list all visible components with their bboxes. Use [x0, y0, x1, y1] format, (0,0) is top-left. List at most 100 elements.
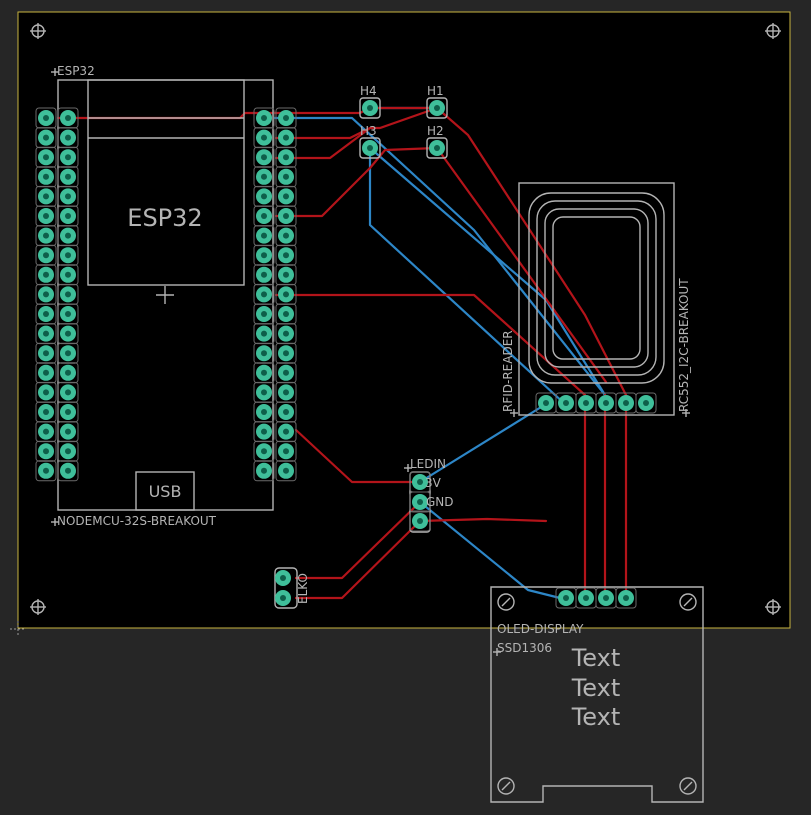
- solder-pad[interactable]: [57, 460, 79, 482]
- screw-icon: [679, 593, 697, 611]
- solder-pad[interactable]: [35, 362, 57, 384]
- solder-pad[interactable]: [635, 392, 657, 414]
- mounting-hole-icon[interactable]: [30, 599, 46, 615]
- pcb-board: [17, 11, 791, 629]
- solder-pad[interactable]: [253, 127, 275, 149]
- oled-footprint-label: SSD1306: [497, 641, 552, 655]
- oled-text-line: Text: [571, 674, 621, 702]
- led-3v-label: 3V: [425, 476, 442, 490]
- solder-pad[interactable]: [57, 362, 79, 384]
- header-h2-label: H2: [427, 124, 444, 138]
- solder-pad[interactable]: [409, 510, 431, 532]
- solder-pad[interactable]: [35, 225, 57, 247]
- solder-pad[interactable]: [35, 205, 57, 227]
- solder-pad[interactable]: [57, 323, 79, 345]
- oled-display-module[interactable]: OLED-DISPLAY SSD1306 Text Text Text: [490, 586, 704, 803]
- header-h3-label: H3: [360, 124, 377, 138]
- led-gnd-label: GND: [426, 495, 454, 509]
- led-connector[interactable]: LEDIN 3V GND: [404, 457, 454, 533]
- esp32-module[interactable]: ESP32 ESP32 USB NODEMCU-32S-BREAKOUT: [35, 64, 297, 528]
- solder-pad[interactable]: [35, 166, 57, 188]
- solder-pad[interactable]: [57, 440, 79, 462]
- solder-pad[interactable]: [555, 392, 577, 414]
- header-h1[interactable]: H1: [426, 84, 448, 119]
- rfid-reader-module[interactable]: RFID-READER RC552_I2C-BREAKOUT: [501, 182, 691, 417]
- esp32-left-pin-header[interactable]: [35, 107, 79, 482]
- solder-pad[interactable]: [57, 107, 79, 129]
- solder-pad[interactable]: [253, 303, 275, 325]
- solder-pad[interactable]: [253, 460, 275, 482]
- mounting-hole-icon[interactable]: [765, 599, 781, 615]
- rfid-pin-header[interactable]: [535, 392, 657, 414]
- solder-pad[interactable]: [35, 264, 57, 286]
- solder-pad[interactable]: [253, 323, 275, 345]
- solder-pad[interactable]: [57, 303, 79, 325]
- esp32-body-label: ESP32: [127, 204, 202, 232]
- solder-pad[interactable]: [253, 421, 275, 443]
- screw-icon: [497, 777, 515, 795]
- header-h2[interactable]: H2: [426, 124, 448, 159]
- oled-text-line: Text: [571, 703, 621, 731]
- oled-pin-header[interactable]: [555, 587, 637, 609]
- origin-marker: [10, 621, 26, 637]
- solder-pad[interactable]: [253, 166, 275, 188]
- solder-pad[interactable]: [275, 342, 297, 364]
- header-h1-label: H1: [427, 84, 444, 98]
- solder-pad[interactable]: [253, 401, 275, 423]
- solder-pad[interactable]: [275, 283, 297, 305]
- rfid-name-label: RFID-READER: [501, 330, 515, 412]
- solder-pad[interactable]: [409, 491, 431, 513]
- mounting-hole-icon[interactable]: [30, 23, 46, 39]
- esp32-name-label: ESP32: [57, 64, 95, 78]
- solder-pad[interactable]: [275, 421, 297, 443]
- solder-pad[interactable]: [35, 440, 57, 462]
- solder-pad[interactable]: [253, 107, 275, 129]
- screw-icon: [679, 777, 697, 795]
- solder-pad[interactable]: [57, 401, 79, 423]
- solder-pad[interactable]: [57, 127, 79, 149]
- led-din-label: LEDIN: [410, 457, 446, 471]
- esp32-right-pin-header[interactable]: [253, 107, 297, 482]
- header-h3[interactable]: H3: [359, 124, 381, 159]
- rfid-outline: [518, 182, 675, 416]
- solder-pad[interactable]: [275, 244, 297, 266]
- solder-pad[interactable]: [615, 587, 637, 609]
- usb-connector-outline: [135, 471, 195, 511]
- solder-pad[interactable]: [575, 587, 597, 609]
- oled-text-line: Text: [571, 644, 621, 672]
- solder-pad[interactable]: [275, 381, 297, 403]
- solder-pad[interactable]: [57, 381, 79, 403]
- oled-outline: [490, 586, 704, 803]
- solder-pad[interactable]: [253, 362, 275, 384]
- solder-pad[interactable]: [555, 587, 577, 609]
- rfid-footprint-label: RC552_I2C-BREAKOUT: [677, 278, 691, 412]
- screw-icon: [497, 593, 515, 611]
- solder-pad[interactable]: [275, 460, 297, 482]
- solder-pad[interactable]: [275, 401, 297, 423]
- solder-pad[interactable]: [35, 127, 57, 149]
- mounting-hole-icon[interactable]: [765, 23, 781, 39]
- solder-pad[interactable]: [253, 185, 275, 207]
- header-h4[interactable]: H4: [359, 84, 381, 119]
- solder-pad[interactable]: [35, 401, 57, 423]
- solder-pad[interactable]: [57, 225, 79, 247]
- oled-name-label: OLED-DISPLAY: [497, 622, 584, 636]
- solder-pad[interactable]: [57, 185, 79, 207]
- header-h4-label: H4: [360, 84, 377, 98]
- solder-pad[interactable]: [275, 323, 297, 345]
- solder-pad[interactable]: [253, 264, 275, 286]
- solder-pad[interactable]: [275, 166, 297, 188]
- solder-pad[interactable]: [275, 205, 297, 227]
- solder-pad[interactable]: [35, 303, 57, 325]
- elko-capacitor[interactable]: ELKO: [274, 567, 310, 609]
- solder-pad[interactable]: [35, 146, 57, 168]
- solder-pad[interactable]: [253, 283, 275, 305]
- esp32-shield: [87, 79, 245, 286]
- solder-pad[interactable]: [57, 342, 79, 364]
- esp32-footprint-label: NODEMCU-32S-BREAKOUT: [57, 514, 217, 528]
- elko-label: ELKO: [296, 573, 310, 604]
- solder-pad[interactable]: [275, 362, 297, 384]
- solder-pad[interactable]: [35, 107, 57, 129]
- solder-pad[interactable]: [35, 460, 57, 482]
